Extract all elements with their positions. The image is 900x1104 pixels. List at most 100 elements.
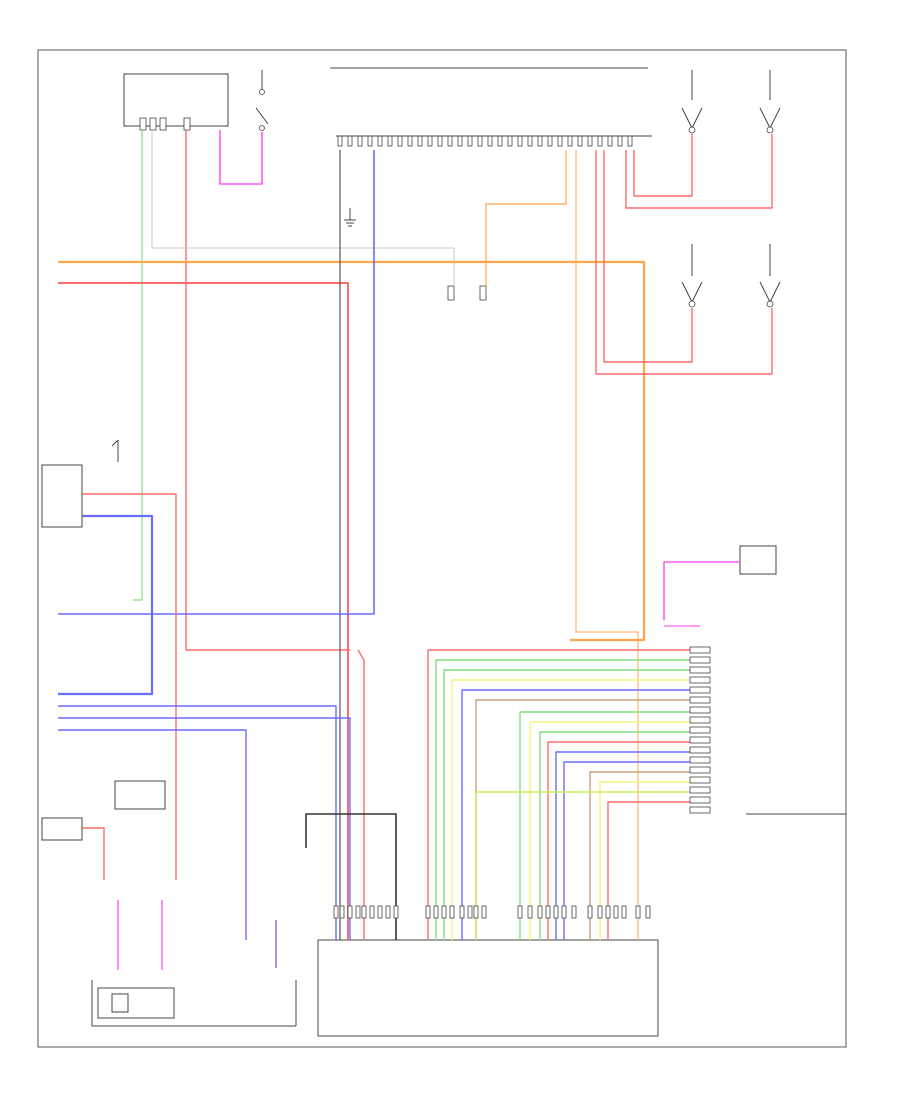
top-pin — [517, 135, 523, 147]
terminal-pin — [689, 706, 711, 714]
module-pin — [361, 905, 367, 919]
top-pin — [417, 135, 423, 147]
wire-green-2 — [443, 669, 690, 940]
top-pin — [487, 135, 493, 147]
wire-red-antenna — [82, 493, 177, 880]
wire-red-2 — [547, 741, 690, 940]
wire-lime-1 — [475, 791, 690, 940]
module-pin — [613, 905, 619, 919]
wire-green-3 — [519, 711, 690, 940]
top-pin — [567, 135, 573, 147]
top-pin — [617, 135, 623, 147]
wire-red-radio — [185, 130, 350, 651]
top-pin — [527, 135, 533, 147]
module-pin — [537, 905, 543, 919]
middle-connector — [447, 285, 487, 301]
top-pin — [377, 135, 383, 147]
left-fuse-box — [41, 817, 83, 841]
module-pin — [635, 905, 641, 919]
wire-blue-2 — [555, 751, 690, 940]
top-pin — [537, 135, 543, 147]
terminal-pin — [689, 746, 711, 754]
terminal-pin — [689, 686, 711, 694]
terminal-pin — [689, 776, 711, 784]
speaker-front-right — [759, 70, 781, 134]
top-pin — [387, 135, 393, 147]
wire-gray-radio — [151, 130, 455, 286]
terminal-pin — [689, 786, 711, 794]
wire-orange-long — [575, 150, 639, 940]
sensor-box — [114, 780, 166, 810]
top-pin — [427, 135, 433, 147]
wire-red-1 — [427, 649, 690, 940]
top-pin — [547, 135, 553, 147]
top-pin — [367, 135, 373, 147]
speaker-rear-left — [681, 244, 703, 308]
wire-pink-right — [663, 561, 740, 620]
module-pin — [473, 905, 479, 919]
wire-blue-lower1 — [58, 705, 337, 940]
wire-red-right-mid — [595, 150, 773, 375]
wire-blue-top — [58, 150, 375, 615]
wire-blue-lower2 — [58, 717, 351, 940]
wire-black-center — [305, 813, 397, 940]
terminal-pin — [689, 736, 711, 744]
module-pin — [545, 905, 551, 919]
module-pin — [527, 905, 533, 919]
radio-module-box — [123, 73, 229, 127]
top-pin — [597, 135, 603, 147]
wire-orange-drop — [485, 150, 567, 286]
terminal-pin — [689, 716, 711, 724]
top-pin — [467, 135, 473, 147]
wire-red-center — [357, 649, 365, 940]
wire-pink-switch — [219, 130, 263, 185]
module-pin — [433, 905, 439, 919]
module-pin — [621, 905, 627, 919]
bottom-left-module-inner — [111, 993, 129, 1013]
terminal-pin — [689, 726, 711, 734]
wire-blue-1 — [461, 689, 690, 940]
wire-blue-lower3 — [58, 729, 247, 940]
top-pin — [477, 135, 483, 147]
module-pin — [377, 905, 383, 919]
wire-blue-antenna — [58, 514, 154, 696]
wire-green-1 — [435, 659, 690, 940]
top-pin — [607, 135, 613, 147]
terminal-pin — [689, 676, 711, 684]
module-pin — [459, 905, 465, 919]
top-pin — [397, 135, 403, 147]
antenna-module-box — [41, 464, 83, 528]
page-frame — [37, 49, 847, 1048]
wire-yellow-3 — [599, 781, 690, 940]
rear-connector-box — [739, 545, 777, 575]
module-pin — [355, 905, 361, 919]
wire-brown-2 — [589, 771, 690, 940]
module-pin — [369, 905, 375, 919]
wire-blue-3 — [563, 761, 690, 940]
terminal-pin — [689, 806, 711, 814]
top-pin — [447, 135, 453, 147]
module-pin — [385, 905, 391, 919]
top-connector-pins — [336, 135, 652, 147]
terminal-pin — [689, 756, 711, 764]
right-terminal-stack — [689, 646, 711, 814]
top-pin — [627, 135, 633, 147]
terminal-pin — [689, 696, 711, 704]
top-pin — [497, 135, 503, 147]
module-pin — [561, 905, 567, 919]
module-pin — [441, 905, 447, 919]
top-pin — [407, 135, 413, 147]
speaker-front-left — [681, 70, 703, 134]
module-pin — [481, 905, 487, 919]
top-pin — [577, 135, 583, 147]
module-pin — [333, 905, 339, 919]
module-pin — [645, 905, 651, 919]
module-pin — [605, 905, 611, 919]
module-pin — [467, 905, 473, 919]
wire-red-right-top2 — [633, 134, 693, 197]
switch-top — [255, 70, 269, 131]
wire-red-right-top — [625, 134, 773, 209]
wire-red-right-mid2 — [603, 150, 693, 363]
main-module-pins — [333, 905, 651, 919]
